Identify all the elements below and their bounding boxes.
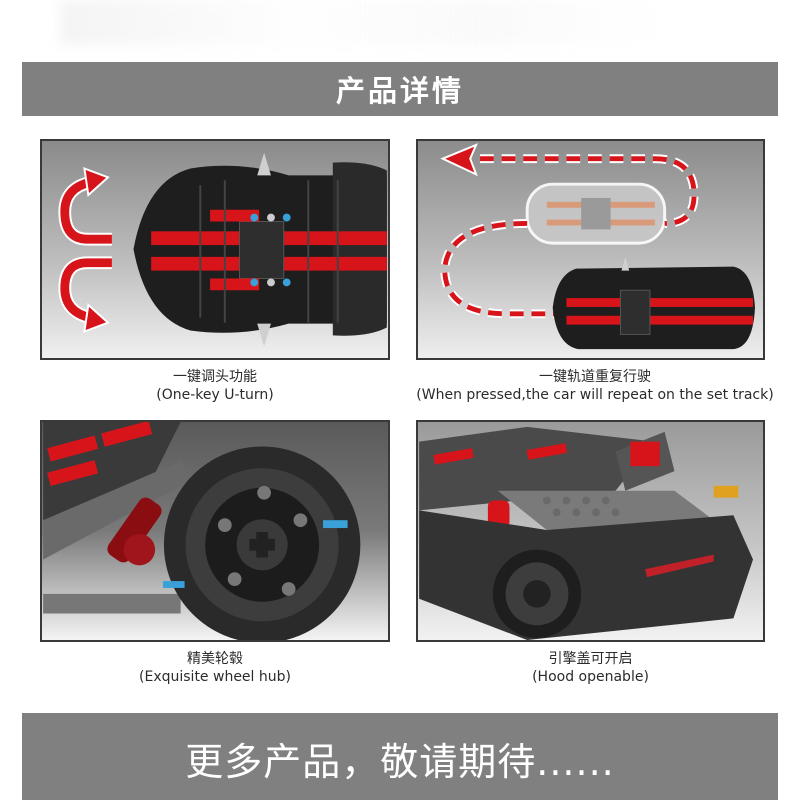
caption-en: (Hood openable) bbox=[532, 669, 649, 685]
caption-cn: 精美轮毂 bbox=[187, 651, 243, 667]
header-title: 产品详情 bbox=[335, 74, 464, 108]
feature-image-hood-openable bbox=[416, 420, 765, 642]
more-products-footer: 更多产品，敬请期待...... bbox=[22, 713, 778, 800]
feature-caption-u-turn: 一键调头功能 (One-key U-turn) bbox=[40, 368, 390, 404]
caption-en: (One-key U-turn) bbox=[156, 387, 274, 403]
caption-en: (When pressed,the car will repeat on the… bbox=[416, 387, 774, 403]
feature-caption-wheel-hub: 精美轮毂 (Exquisite wheel hub) bbox=[40, 650, 390, 686]
feature-image-wheel-hub bbox=[40, 420, 390, 642]
feature-image-u-turn bbox=[40, 139, 390, 360]
wheel-hub-illustration bbox=[43, 422, 361, 640]
product-details-header: 产品详情 bbox=[22, 62, 778, 116]
caption-cn: 一键调头功能 bbox=[173, 369, 257, 385]
open-hood-illustration bbox=[419, 426, 754, 640]
car-top-view-illustration bbox=[133, 152, 387, 347]
feature-caption-track-repeat: 一键轨道重复行驶 (When pressed,the car will repe… bbox=[405, 368, 785, 404]
caption-cn: 引擎盖可开启 bbox=[548, 651, 633, 667]
caption-cn: 一键轨道重复行驶 bbox=[539, 369, 651, 385]
track-path-illustration bbox=[440, 143, 755, 350]
caption-en: (Exquisite wheel hub) bbox=[139, 669, 291, 685]
dashed-track-arrow-icon bbox=[440, 143, 478, 177]
feature-caption-hood-openable: 引擎盖可开启 (Hood openable) bbox=[416, 650, 765, 686]
u-turn-arrow-icon bbox=[58, 166, 112, 333]
faded-top-image-remnant bbox=[60, 0, 660, 45]
footer-title: 更多产品，敬请期待...... bbox=[185, 740, 615, 784]
feature-image-track-repeat bbox=[416, 139, 765, 360]
